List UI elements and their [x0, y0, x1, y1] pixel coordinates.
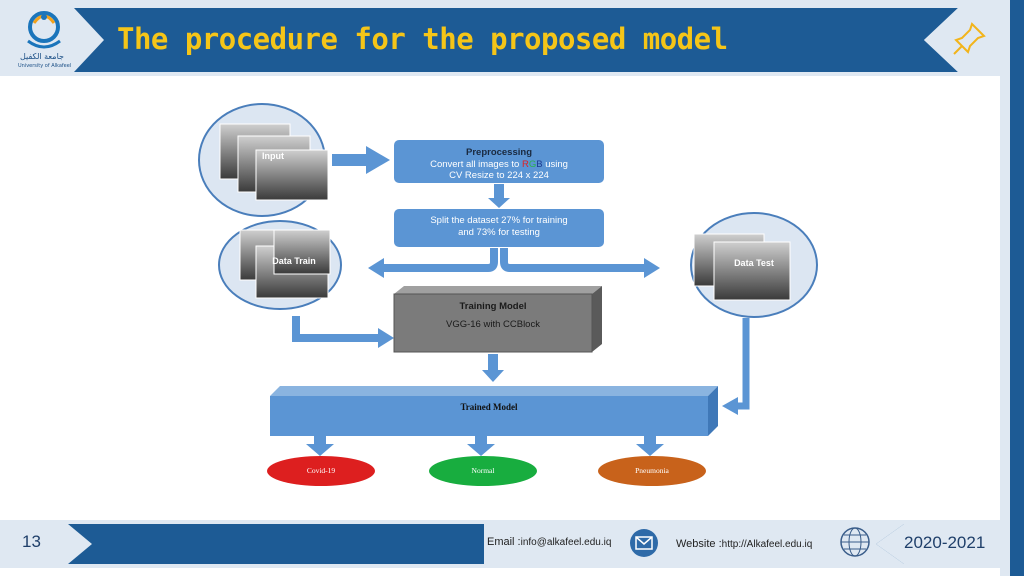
- mail-icon[interactable]: [629, 528, 659, 558]
- output-covid: Covid-19: [267, 456, 375, 486]
- email-value: info@alkafeel.edu.iq: [520, 537, 612, 548]
- arrow-head-trained: [722, 397, 738, 415]
- right-edge-bar: [1010, 0, 1024, 576]
- header-background: [0, 0, 1000, 76]
- split-line1: Split the dataset 27% for training: [430, 215, 567, 226]
- data-train-label: Data Train: [272, 256, 316, 266]
- preprocessing-title: Preprocessing: [466, 147, 532, 158]
- footer-background: [0, 520, 1000, 568]
- procedure-diagram: Input Preprocessing Convert all images t…: [198, 103, 818, 486]
- output-pneumonia-label: Pneumonia: [635, 466, 669, 475]
- data-test-label: Data Test: [734, 258, 774, 268]
- university-logo: [27, 11, 61, 49]
- output-pneumonia: Pneumonia: [598, 456, 706, 486]
- arrow-input-to-preprocessing: [332, 146, 390, 174]
- data-train-node: Data Train: [218, 220, 342, 310]
- data-test-node: Data Test: [690, 212, 818, 318]
- split-box: Split the dataset 27% for training and 7…: [394, 209, 604, 247]
- output-normal-label: Normal: [472, 466, 495, 475]
- pin-icon[interactable]: [950, 20, 990, 60]
- footer-email[interactable]: Email :info@alkafeel.edu.iq: [487, 536, 611, 548]
- logo-text-ar: جامعة الكفيل: [20, 52, 64, 61]
- page-title: The procedure for the proposed model: [117, 22, 728, 56]
- trained-model-box: Trained Model: [270, 386, 718, 436]
- logo-text-en: University of Alkafeel: [18, 63, 72, 69]
- preprocessing-line1: Convert all images to RGB using: [430, 159, 568, 170]
- trained-model-label: Trained Model: [460, 402, 518, 412]
- email-label: Email :: [487, 536, 521, 548]
- input-label: Input: [262, 151, 284, 161]
- arrow-test-to-trained: [736, 318, 750, 410]
- training-model-title: Training Model: [459, 301, 526, 312]
- arrow-head-test: [644, 258, 660, 278]
- website-label: Website :: [676, 538, 722, 550]
- arrow-head-train: [368, 258, 384, 278]
- footer-year: 2020-2021: [904, 533, 986, 552]
- split-line2: and 73% for testing: [458, 227, 540, 238]
- arrow-to-covid: [306, 436, 334, 456]
- footer-website[interactable]: Website :http://Alkafeel.edu.iq: [676, 538, 812, 550]
- output-covid-label: Covid-19: [307, 466, 336, 475]
- input-node: Input: [198, 103, 329, 217]
- slide-header: جامعة الكفيل University of Alkafeel The …: [0, 0, 1000, 76]
- output-normal: Normal: [429, 456, 537, 486]
- arrow-head-model: [378, 328, 394, 348]
- xray-image: [273, 229, 331, 275]
- xray-image: [713, 241, 791, 301]
- xray-image: [255, 149, 329, 201]
- arrow-to-normal: [467, 436, 495, 456]
- arrow-split-to-test: [500, 248, 646, 272]
- globe-icon[interactable]: [838, 525, 872, 559]
- arrow-preprocessing-to-split: [488, 184, 510, 208]
- arrow-split-to-train: [382, 248, 498, 272]
- page-number: 13: [22, 532, 41, 551]
- preprocessing-box: Preprocessing Convert all images to RGB …: [394, 140, 604, 183]
- website-value: http://Alkafeel.edu.iq: [721, 539, 813, 550]
- training-model-subtitle: VGG-16 with CCBlock: [446, 319, 540, 330]
- arrow-model-to-trained: [482, 354, 504, 382]
- arrow-to-pneumonia: [636, 436, 664, 456]
- preprocessing-line2: CV Resize to 224 x 224: [449, 170, 549, 181]
- arrow-train-to-model: [292, 316, 380, 342]
- training-model-box: Training Model VGG-16 with CCBlock: [393, 286, 602, 353]
- right-accent-bar: [1000, 0, 1010, 576]
